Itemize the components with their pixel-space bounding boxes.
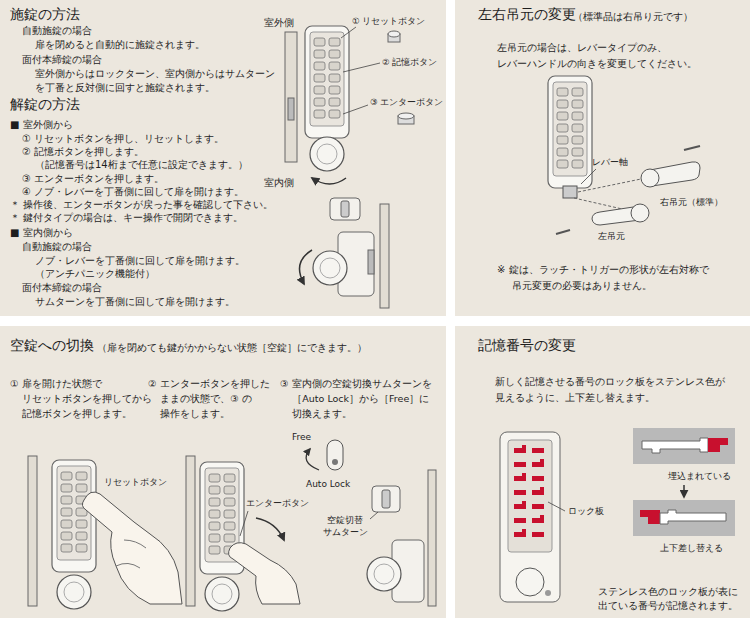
keypad-lock: [305, 26, 349, 138]
instruction-text: 新しく記憶させる番号のロック板をステンレス色が 見えるように、上下差し替えます。: [495, 374, 735, 406]
sub-heading: ■ 室外側から: [10, 118, 73, 131]
free-mode-step1-figure: [28, 456, 182, 609]
part-label: エンターボタン: [246, 497, 309, 509]
free-mode-step2-figure: [186, 456, 300, 611]
part-label: ② 記憶ボタン: [382, 56, 437, 68]
step-text: ① 扉を開けた状態で リセットボタンを押してから 記憶ボタンを押します。: [10, 376, 148, 421]
turn-arrow: [312, 178, 346, 184]
door-knob: [310, 137, 344, 171]
heading-note: （扉を閉めても鍵がかからない状態［空錠］にできます。）: [97, 341, 367, 355]
part-label: リセットボタン: [104, 476, 167, 488]
instruction-note: （記憶番号は14桁まで任意に設定できます。）: [35, 158, 248, 171]
step-text: ① リセットボタンを押し、リセットします。: [22, 132, 224, 145]
step-text: ③ 室内側の空錠切換サムターンを ［Auto Lock］から［Free］に 切換…: [280, 376, 442, 421]
sub-heading: 面付本締錠の場合: [22, 53, 102, 67]
caution-note: ＊ 鍵付タイプの場合は、キー操作で開閉できます。: [10, 211, 243, 224]
part-label: 左吊元: [598, 230, 625, 242]
step-text: ② 記憶ボタンを押します。: [22, 145, 144, 158]
sub-heading: 自動施錠の場合: [22, 24, 92, 38]
section-heading: 左右吊元の変更: [478, 6, 576, 23]
state-label: Auto Lock: [306, 478, 350, 490]
note-text: ステンレス色のロック板が表に 出ている番号が記憶されます。: [592, 585, 738, 613]
code-change-figure: [500, 428, 735, 602]
caption-label: 埋込まれている: [668, 470, 731, 482]
part-label: ロック板: [568, 505, 604, 517]
indoor-lock-figure: [300, 198, 390, 308]
instruction-text: 左吊元の場合は、レバータイプのみ、 レバーハンドルの向きを変更してください。: [497, 40, 709, 72]
part-label: レバー軸: [592, 156, 628, 168]
step-text: ④ ノブ・レバーを丁番側に回して扉を開けます。: [22, 185, 244, 198]
note-text: ※ 錠は、ラッチ・トリガーの形状が左右対称で 吊元変更の必要はありません。: [497, 262, 732, 294]
section-heading: 解錠の方法: [10, 96, 80, 113]
sub-heading: ■ 室内側から: [10, 226, 73, 239]
part-label: 空錠切替 サムターン: [318, 514, 372, 538]
part-label: ③ エンターボタン: [370, 96, 443, 108]
instruction-text: 室外側からはロックターン、室内側からはサムターン を丁番と反対側に回すと施錠され…: [35, 67, 287, 95]
view-label: 室内側: [264, 176, 294, 189]
state-label: Free: [292, 431, 311, 443]
lever-change-figure: [548, 76, 700, 234]
instruction-text: 扉を閉めると自動的に施錠されます。: [35, 38, 205, 52]
caution-note: ＊ 操作後、エンターボタンが戻った事を確認して下さい。: [10, 198, 273, 211]
instruction-text: ノブ・レバーを丁番側に回して扉を開けます。: [35, 254, 245, 267]
instruction-panel: 施錠の方法自動施錠の場合扉を閉めると自動的に施錠されます。面付本締錠の場合室外側…: [0, 0, 446, 316]
instruction-note: （アンチパニック機能付）: [35, 267, 155, 280]
step-text: ② エンターボタンを押した ままの状態で、③ の 操作をします。: [148, 376, 278, 421]
section-heading: 施錠の方法: [10, 6, 80, 23]
sub-heading: 自動施錠の場合: [22, 240, 92, 253]
button-icons: [388, 31, 414, 124]
sub-heading: 面付本締錠の場合: [22, 281, 102, 294]
step-text: ③ エンターボタンを押します。: [22, 172, 164, 185]
view-label: 室外側: [264, 16, 294, 29]
heading-note: （標準品は右吊り元です）: [573, 10, 693, 24]
section-heading: 空錠への切換: [10, 337, 94, 354]
part-label: 右吊元（標準）: [660, 196, 723, 208]
free-mode-step3-figure: [306, 440, 436, 606]
part-label: ① リセットボタン: [352, 15, 425, 27]
caption-label: 上下差し替える: [660, 542, 723, 554]
instruction-text: サムターンを丁番側に回して扉を開けます。: [35, 295, 235, 308]
section-heading: 記憶番号の変更: [478, 337, 576, 354]
